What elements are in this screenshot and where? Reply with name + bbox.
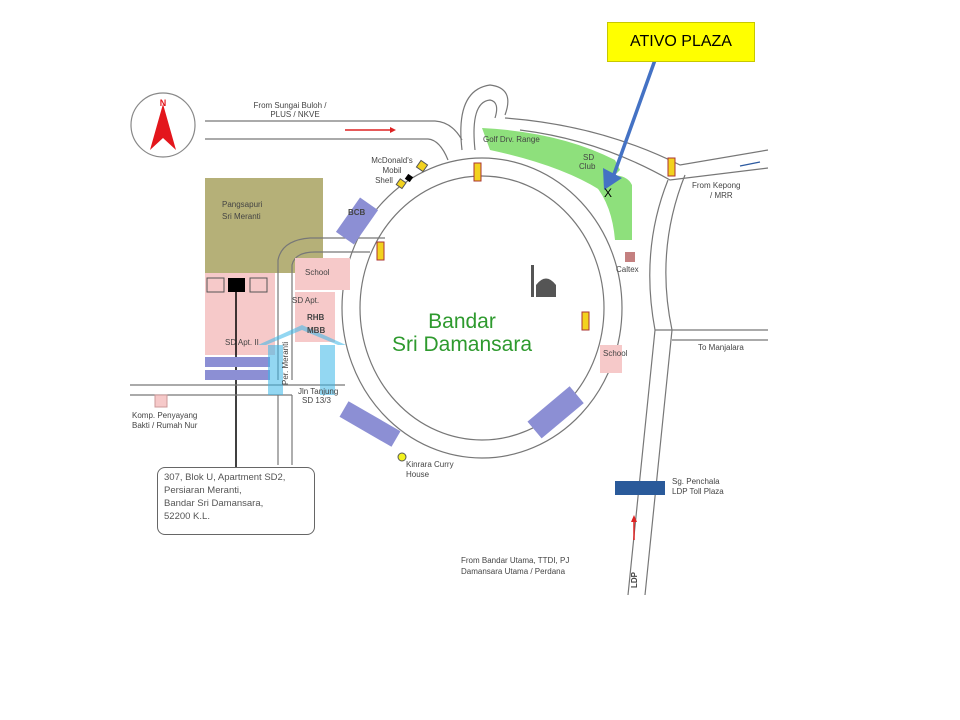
ring-road-inner: [359, 175, 605, 441]
label-komp-penyayang: Komp. Penyayang: [132, 411, 197, 420]
label-rumah-nur: Bakti / Rumah Nur: [132, 421, 198, 430]
label-rhb: RHB: [307, 313, 325, 322]
road-sungai-buloh: [205, 120, 463, 161]
golf-range-area: [482, 128, 620, 190]
traffic-light-icon: [581, 311, 590, 331]
label-pangsapuri: Pangsapuri: [222, 200, 263, 209]
label-kinrara-2: House: [406, 470, 430, 479]
label-from-bandar-utama: From Bandar Utama, TTDI, PJ: [461, 556, 569, 565]
label-bcb: BCB: [348, 208, 366, 217]
ring-road-outer: [341, 157, 623, 459]
north-compass: N: [130, 92, 196, 158]
address-line: 307, Blok U, Apartment SD2,: [164, 472, 286, 483]
label-per-meranti: Per. Meranti: [281, 342, 290, 385]
map-title-line1: Bandar: [428, 310, 496, 333]
ativo-arrow-icon: [610, 59, 657, 181]
mosque-icon: [531, 265, 556, 297]
label-kinrara: Kinrara Curry: [406, 460, 454, 469]
north-arrow-icon: [150, 104, 176, 150]
label-mobil: Mobil: [382, 166, 401, 175]
label-golf-range: Golf Drv. Range: [483, 135, 540, 144]
map-title-line2: Sri Damansara: [392, 333, 532, 356]
traffic-light-icon: [473, 162, 482, 182]
address-line: Bandar Sri Damansara,: [164, 498, 264, 509]
compass-label: N: [160, 98, 167, 108]
label-mrr: / MRR: [710, 191, 733, 200]
address-line: 52200 K.L.: [164, 511, 210, 522]
label-school-left: School: [305, 268, 330, 277]
label-mcdonalds: McDonald's: [371, 156, 413, 165]
label-school-right: School: [603, 349, 628, 358]
label-sd-club: SD: [583, 153, 594, 162]
label-caltex: Caltex: [616, 265, 639, 274]
ativo-plaza-callout: ATIVO PLAZA: [607, 22, 755, 62]
address-line: Persiaran Meranti,: [164, 485, 242, 496]
apartment-marker: [228, 278, 245, 292]
traffic-light-icon: [376, 241, 385, 261]
school-left-area: [295, 258, 350, 290]
label-from-kepong: From Kepong: [692, 181, 740, 190]
pangsapuri-block: [205, 178, 323, 273]
label-from-sungai-buloh: From Sungai Buloh /: [254, 101, 328, 110]
ativo-marker: X: [604, 186, 612, 200]
label-jln-tanjung: Jln Tanjung: [298, 387, 338, 396]
label-from-bandar-utama-2: Damansara Utama / Perdana: [461, 567, 566, 576]
label-shell: Shell: [375, 176, 393, 185]
traffic-light-icon: [667, 157, 676, 177]
label-sd-apt: SD Apt.: [292, 296, 319, 305]
label-sri-meranti: Sri Meranti: [222, 212, 261, 221]
toll-plaza-icon: [615, 481, 665, 495]
road-ldp: [627, 179, 669, 596]
label-toll-plaza: Sg. Penchala: [672, 477, 720, 486]
label-jln-tanjung-2: SD 13/3: [302, 396, 331, 405]
watermark-house-icon: [258, 325, 346, 395]
callout-label: ATIVO PLAZA: [630, 33, 732, 50]
road-loop: [460, 84, 509, 151]
label-sd-club-2: Club: [579, 162, 596, 171]
label-ldp: LDP: [630, 571, 639, 588]
label-mbb: MBB: [307, 326, 325, 335]
address-box: 307, Blok U, Apartment SD2, Persiaran Me…: [157, 467, 315, 535]
label-sd-apt-ii: SD Apt. II: [225, 338, 259, 347]
label-toll-plaza-2: LDP Toll Plaza: [672, 487, 724, 496]
label-from-sungai-buloh-2: PLUS / NKVE: [270, 110, 319, 119]
label-to-manjalara: To Manjalara: [698, 343, 744, 352]
sd-club-area: [595, 175, 632, 240]
